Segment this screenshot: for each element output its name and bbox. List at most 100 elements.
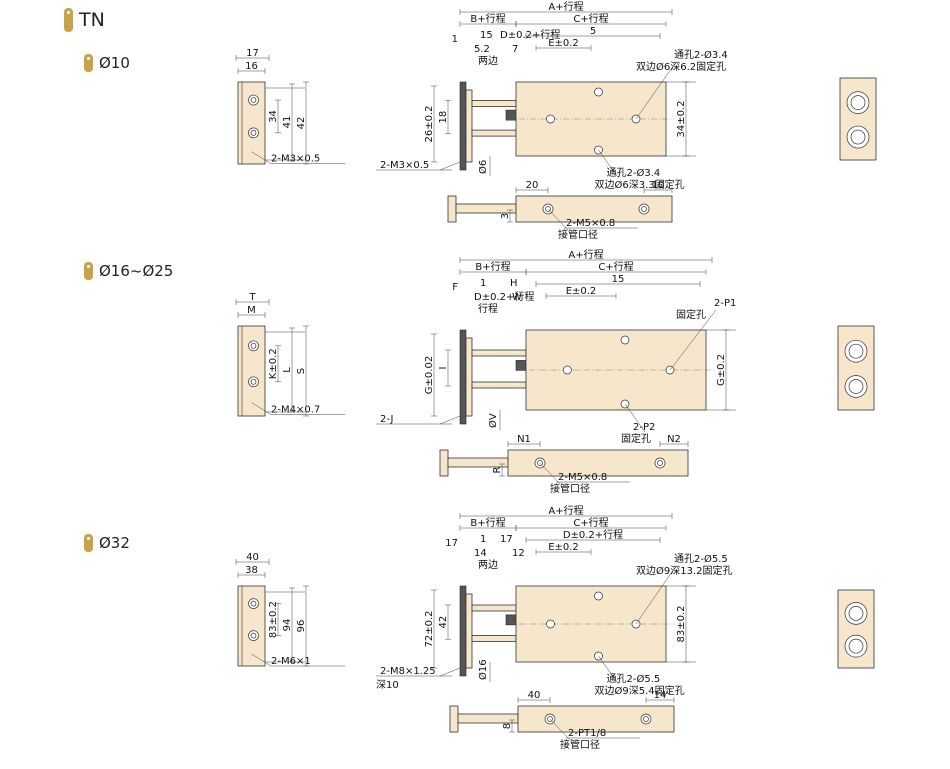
- dimension-label: H: [510, 278, 518, 289]
- end-flange: [465, 337, 473, 417]
- piston-rod: [471, 349, 527, 357]
- end-view-bore-inner: [850, 95, 866, 110]
- side-view-body: [237, 81, 266, 165]
- dimension-label: 5.2: [474, 44, 490, 55]
- dimension-label: T: [248, 292, 256, 303]
- rod-diameter-label: Ø16: [477, 659, 489, 680]
- hole-note: 通孔2-Ø5.5: [607, 673, 661, 685]
- dimension-label: 1: [480, 534, 486, 545]
- bottom-end-plate: [449, 705, 459, 733]
- dimension-label: 34: [268, 110, 279, 123]
- port-label: 2-M5×0.8: [558, 472, 607, 483]
- dimension-label: B+行程: [470, 516, 505, 529]
- section-label-d32: Ø32: [84, 534, 130, 552]
- end-view-bore-inner: [848, 606, 864, 621]
- leader-line: [439, 415, 461, 425]
- hole-note: 通孔2-Ø5.5: [674, 553, 728, 565]
- dimension-label: A+行程: [548, 504, 583, 517]
- bottom-end-plate: [439, 449, 449, 477]
- leader-line: [251, 653, 272, 667]
- leader-line: [635, 61, 677, 120]
- leader-line: [598, 655, 619, 685]
- dimension-label: 1: [480, 278, 486, 289]
- end-flange: [465, 593, 473, 669]
- dimension-label: 10: [652, 180, 665, 191]
- dimension-label: 40: [246, 552, 259, 563]
- dimension-label: 20: [526, 180, 539, 191]
- dimension-label: E±0.2: [548, 38, 579, 49]
- bookmark-pin-icon: [84, 262, 93, 280]
- thread-label: 2-M4×0.7: [271, 405, 320, 416]
- leader-line: [251, 151, 272, 164]
- dimension-label: 15: [480, 30, 493, 41]
- dimension-label: 17: [500, 534, 513, 545]
- leader-line: [539, 462, 561, 485]
- mount-hole: [620, 335, 630, 345]
- side-view-hole-inner: [250, 342, 257, 349]
- piston-rod: [471, 381, 527, 389]
- dimension-label: 1: [452, 34, 458, 45]
- rod-diameter-label: Ø6: [477, 160, 489, 174]
- thread-depth-label: 深10: [376, 679, 399, 691]
- section-label-d16-25: Ø16~Ø25: [84, 262, 173, 280]
- leader-line: [635, 565, 677, 625]
- dimension-label: D±0.2+行程: [563, 528, 623, 541]
- dimension-label: F: [452, 282, 458, 293]
- bottom-rod: [457, 713, 519, 724]
- hole-note: 双边Ø9深5.4固定孔: [595, 684, 685, 697]
- hole-note: 固定孔: [676, 308, 706, 321]
- dimension-label: 14: [654, 690, 667, 701]
- dimension-label: B+行程: [470, 12, 505, 25]
- end-plate: [459, 81, 467, 171]
- hole-note: 固定孔: [621, 432, 651, 445]
- port-note: 接管口径: [558, 228, 598, 241]
- section-label-d10: Ø10: [84, 54, 130, 72]
- hole-note: 双边Ø9深13.2固定孔: [636, 564, 733, 577]
- port-hole-inner: [641, 206, 647, 212]
- dimension-label: B+行程: [475, 260, 510, 273]
- bottom-rod: [447, 457, 509, 468]
- dimension-label: 15: [612, 274, 625, 285]
- dimension-label: 3: [500, 213, 511, 219]
- dimension-label: I: [438, 367, 449, 370]
- port-label: 2-PT1/8: [568, 728, 606, 739]
- bottom-end-plate: [447, 195, 457, 223]
- port-note: 接管口径: [550, 482, 590, 495]
- dimension-label: 96: [296, 620, 307, 633]
- dimension-label: 40: [528, 690, 541, 701]
- dimension-label: C+行程: [573, 516, 608, 529]
- mount-hole: [546, 114, 555, 124]
- side-view-hole-inner: [250, 129, 257, 136]
- port-hole-inner: [657, 460, 663, 466]
- dimension-label: 94: [282, 619, 293, 632]
- dimension-label: C+行程: [573, 12, 608, 25]
- end-plate: [459, 585, 467, 677]
- hole-note: 通孔2-Ø3.4: [607, 167, 661, 179]
- end-view-bore-inner: [848, 379, 864, 394]
- dimension-label: 两边: [478, 55, 498, 67]
- mount-hole: [594, 591, 603, 601]
- rod-nut: [505, 614, 517, 626]
- dimension-label: N2: [667, 434, 681, 445]
- port-hole-inner: [643, 716, 649, 722]
- dimension-label: E±0.2: [566, 286, 597, 297]
- bookmark-pin-icon: [84, 534, 93, 552]
- side-view-hole-inner: [250, 378, 257, 385]
- thread-label: 2-M6×1: [271, 656, 311, 667]
- dimension-label: W: [512, 292, 522, 303]
- piston-rod: [471, 635, 517, 642]
- port-label: 2-M5×0.8: [566, 218, 615, 229]
- end-view-bore-inner: [848, 638, 864, 654]
- page-title-text: TN: [79, 9, 105, 31]
- bottom-rod: [455, 203, 517, 214]
- hole-note: 2-P2: [633, 422, 655, 433]
- hole-note: 通孔2-Ø3.4: [674, 49, 728, 61]
- dimension-label: 8: [502, 723, 513, 729]
- leader-line: [547, 208, 569, 231]
- dimension-label: 38: [245, 565, 258, 576]
- leader-line: [251, 402, 272, 415]
- dimension-label: 83±0.2: [676, 605, 687, 642]
- page-title: TN: [64, 8, 105, 32]
- leader-line: [598, 149, 619, 179]
- dimension-label: A+行程: [568, 248, 603, 261]
